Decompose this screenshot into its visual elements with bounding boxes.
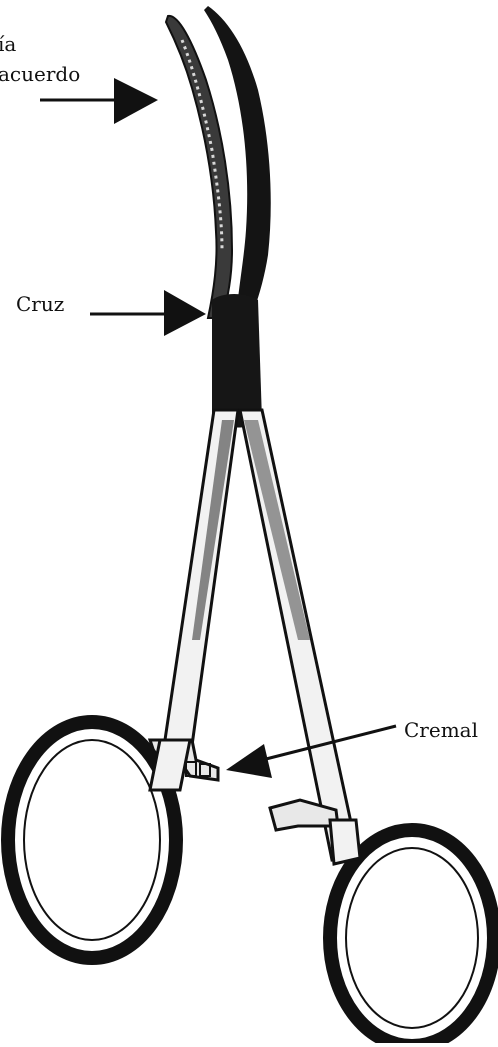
left-finger-ring	[8, 722, 176, 958]
ratchet-label: Cremal	[404, 720, 478, 740]
cross-arrow	[90, 290, 206, 336]
right-shank-end	[330, 820, 360, 864]
left-jaw	[166, 16, 232, 318]
right-finger-ring	[330, 830, 494, 1043]
tip-label-line-1: ía	[0, 34, 16, 54]
box-joint	[212, 294, 262, 428]
tip-label-line-2: acuerdo	[0, 64, 80, 84]
cross-label: Cruz	[16, 294, 64, 314]
right-shank-shade	[244, 420, 310, 640]
